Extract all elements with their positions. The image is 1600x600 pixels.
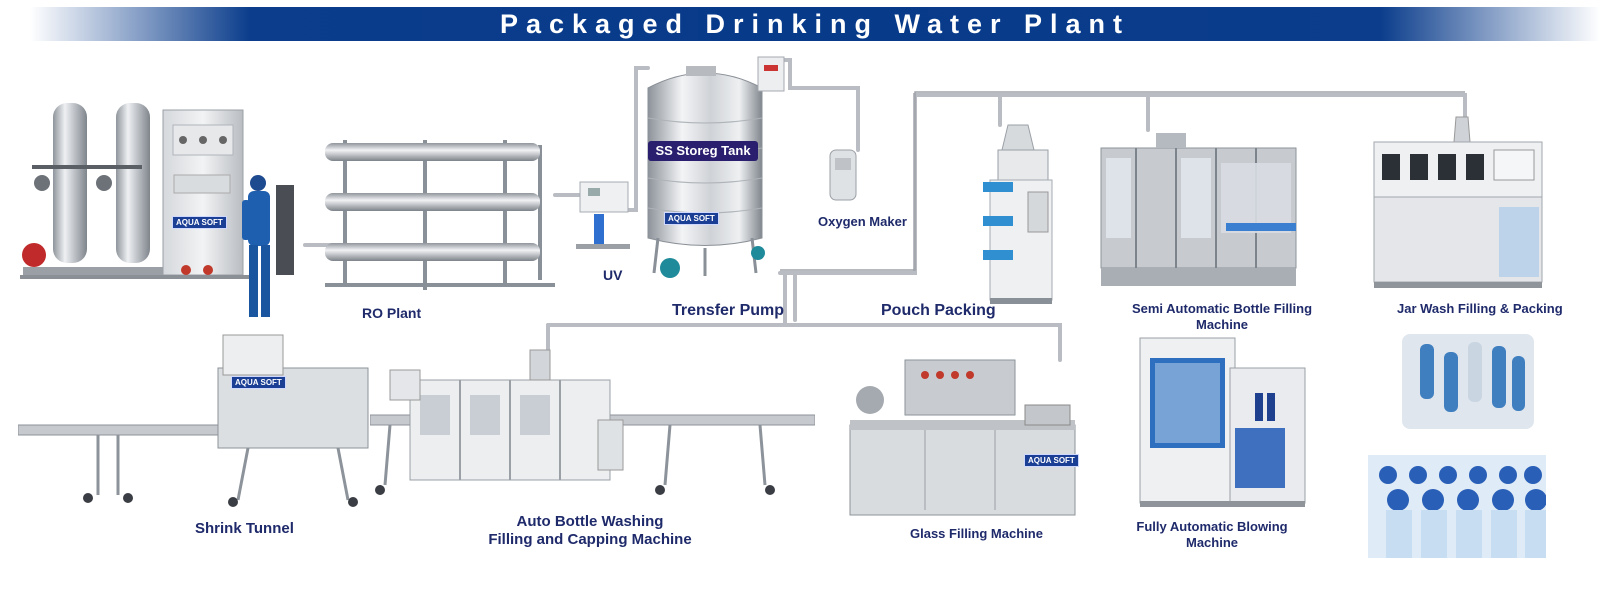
label-jar-wash: Jar Wash Filling & Packing xyxy=(1397,301,1563,316)
preform-icon xyxy=(1402,334,1534,429)
label-oxygen-maker: Oxygen Maker xyxy=(818,214,907,229)
control-box-icon xyxy=(757,56,785,92)
label-uv: UV xyxy=(603,267,623,283)
tank-tag: SS Storeg Tank xyxy=(648,141,758,161)
label-pouch-packing: Pouch Packing xyxy=(881,302,996,319)
label-shrink-tunnel: Shrink Tunnel xyxy=(195,520,294,537)
membrane-rack-icon xyxy=(325,140,555,290)
glass-filling-machine-icon xyxy=(849,359,1076,516)
brand-badge-tank: AQUA SOFT xyxy=(664,212,719,225)
label-glass-filling: Glass Filling Machine xyxy=(910,526,1043,541)
label-semi-auto-bottle: Semi Automatic Bottle Filling Machine xyxy=(1131,301,1313,332)
washing-filling-capping-icon xyxy=(370,349,815,495)
label-auto-bottle-line1: Auto Bottle Washing xyxy=(516,513,664,530)
pouch-packing-machine-icon xyxy=(983,124,1053,304)
label-fully-auto-blowing: Fully Automatic Blowing Machine xyxy=(1136,519,1288,550)
title-banner: Packaged Drinking Water Plant xyxy=(30,7,1600,41)
oxygen-maker-icon xyxy=(829,149,857,201)
label-ro-plant: RO Plant xyxy=(362,305,422,321)
brand-badge-shrink: AQUA SOFT xyxy=(231,376,286,389)
storage-tank-icon xyxy=(647,66,765,278)
shrink-tunnel-icon xyxy=(18,334,369,507)
label-transfer-pump: Trensfer Pump xyxy=(672,302,785,319)
jar-wash-machine-icon xyxy=(1373,116,1543,288)
label-auto-bottle-line2: Filling and Capping Machine xyxy=(488,531,692,548)
brand-badge-glass: AQUA SOFT xyxy=(1024,454,1079,467)
bottle-filling-machine-icon xyxy=(1100,133,1297,286)
page-title: Packaged Drinking Water Plant xyxy=(499,9,1131,39)
operator-figure-icon xyxy=(242,175,270,317)
water-bottles-icon xyxy=(1368,455,1546,558)
blowing-machine-icon xyxy=(1139,337,1306,507)
uv-unit-icon xyxy=(576,181,630,249)
brand-badge: AQUA SOFT xyxy=(172,216,227,229)
ro-plant-machine-icon xyxy=(20,103,294,317)
